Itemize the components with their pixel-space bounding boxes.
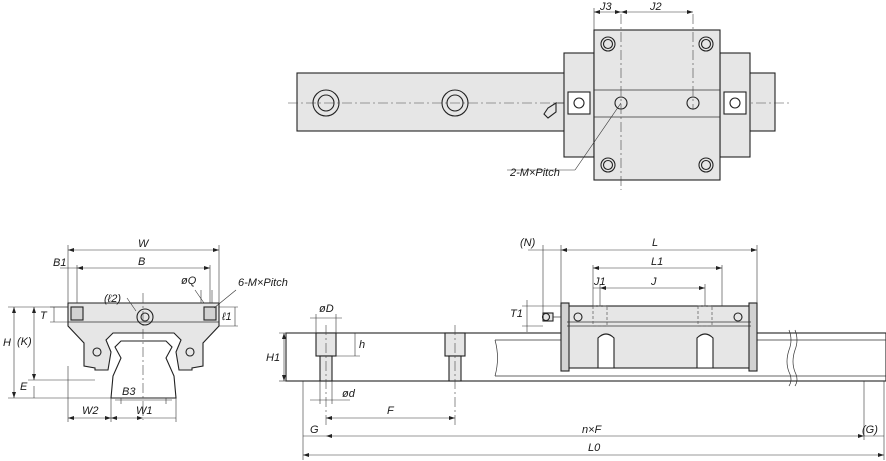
label-b: B <box>138 256 145 268</box>
label-g-paren: (G) <box>862 424 878 436</box>
side-grease-nipple-icon <box>541 312 561 322</box>
label-j2: J2 <box>649 1 662 13</box>
label-t: T <box>40 310 48 322</box>
label-f: F <box>387 405 395 417</box>
top-rail-hole <box>441 89 469 117</box>
label-e: E <box>20 381 28 393</box>
label-2m-pitch: 2-M×Pitch <box>509 167 560 179</box>
label-j1: J1 <box>593 276 606 288</box>
grease-nipple-icon <box>543 102 564 119</box>
label-l2: (ℓ2) <box>104 293 121 305</box>
side-block <box>566 305 752 369</box>
side-view: (N) L L1 J1 J T1 øD h <box>266 237 886 460</box>
label-t1: T1 <box>510 308 523 320</box>
label-w1: W1 <box>136 405 153 417</box>
label-b1: B1 <box>53 257 66 269</box>
label-l: L <box>652 237 658 249</box>
label-k: (K) <box>17 336 32 348</box>
label-n: (N) <box>520 237 536 249</box>
top-block <box>593 29 721 181</box>
top-block-hole <box>600 36 616 52</box>
label-b3: B3 <box>122 386 136 398</box>
label-l0: L0 <box>588 442 601 454</box>
label-phiq: øQ <box>181 275 197 287</box>
label-phid-cap: øD <box>319 303 334 315</box>
label-j: J <box>650 276 657 288</box>
end-rail <box>110 340 177 399</box>
label-h-small: h <box>359 339 365 351</box>
top-block-hole <box>600 157 616 173</box>
label-phid-small: ød <box>342 388 356 400</box>
label-nxf: n×F <box>582 424 603 436</box>
label-6m-pitch: 6-M×Pitch <box>238 277 288 289</box>
label-l1: ℓ1 <box>221 311 232 323</box>
top-block-hole <box>698 36 714 52</box>
label-h1: H1 <box>266 352 280 364</box>
top-rail-hole <box>312 89 340 117</box>
top-block-hole <box>698 157 714 173</box>
label-j3: J3 <box>599 1 613 13</box>
label-w: W <box>138 238 150 250</box>
label-g: G <box>310 424 319 436</box>
label-w2: W2 <box>82 405 99 417</box>
end-view: W B B1 øQ 6-M×Pitch ℓ1 (ℓ2) T <box>3 238 288 422</box>
end-grease-fitting-icon <box>136 308 154 326</box>
label-h: H <box>3 337 11 349</box>
label-l1: L1 <box>651 256 663 268</box>
top-view: J3 J2 2-M×Pitch <box>288 1 790 190</box>
end-block <box>67 302 220 371</box>
